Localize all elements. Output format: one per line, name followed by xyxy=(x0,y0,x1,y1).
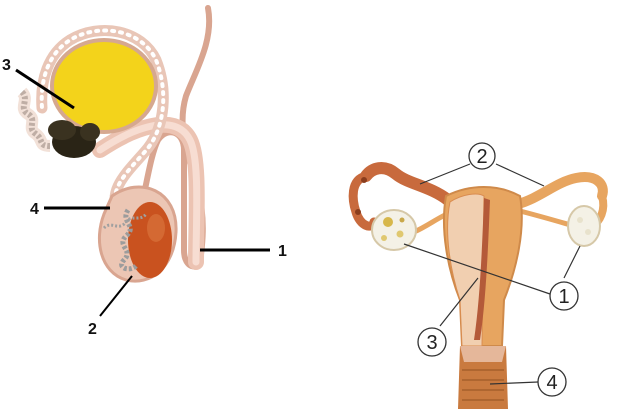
left-ovary-follicle-3 xyxy=(381,235,387,241)
right-oviduct xyxy=(518,177,603,204)
label-uterus: 3 xyxy=(418,328,446,356)
label-ovary: 1 xyxy=(550,282,578,310)
female-reproductive-system: 2 1 3 4 xyxy=(353,143,603,409)
left-ovary xyxy=(372,210,416,250)
svg-text:3: 3 xyxy=(426,332,437,354)
right-ovary-ligament xyxy=(516,210,574,226)
right-ovary-follicle-2 xyxy=(585,229,591,235)
right-ovary xyxy=(568,206,600,246)
label-testis: 2 xyxy=(88,321,97,338)
bladder xyxy=(52,40,156,132)
left-fimbriae xyxy=(353,176,374,226)
seminal-gland-2 xyxy=(80,123,100,141)
right-ovary-follicle-1 xyxy=(577,217,583,223)
fimbria-dot-2 xyxy=(355,209,361,215)
svg-text:4: 4 xyxy=(546,372,557,394)
testis-highlight xyxy=(147,214,165,242)
cervix xyxy=(460,346,506,362)
label-urethra: 1 xyxy=(278,243,287,260)
male-reproductive-system: 1 2 3 4 xyxy=(2,8,287,338)
leader-2b xyxy=(496,164,544,186)
fimbria-dot-1 xyxy=(361,177,367,183)
leader-1b xyxy=(564,246,580,278)
svg-text:1: 1 xyxy=(558,286,569,308)
left-ovary-follicle-2 xyxy=(397,231,404,238)
label-oviduct: 2 xyxy=(469,143,495,169)
label-line-2 xyxy=(100,276,132,316)
label-vas-deferens: 4 xyxy=(30,201,39,218)
leader-2a xyxy=(420,164,470,184)
left-oviduct xyxy=(366,168,448,200)
svg-text:2: 2 xyxy=(476,146,487,168)
left-ovary-follicle-4 xyxy=(400,218,405,223)
label-vagina: 4 xyxy=(538,368,566,396)
label-bladder: 3 xyxy=(2,57,11,74)
seminal-gland xyxy=(48,120,76,140)
left-ovary-follicle-1 xyxy=(383,217,393,227)
